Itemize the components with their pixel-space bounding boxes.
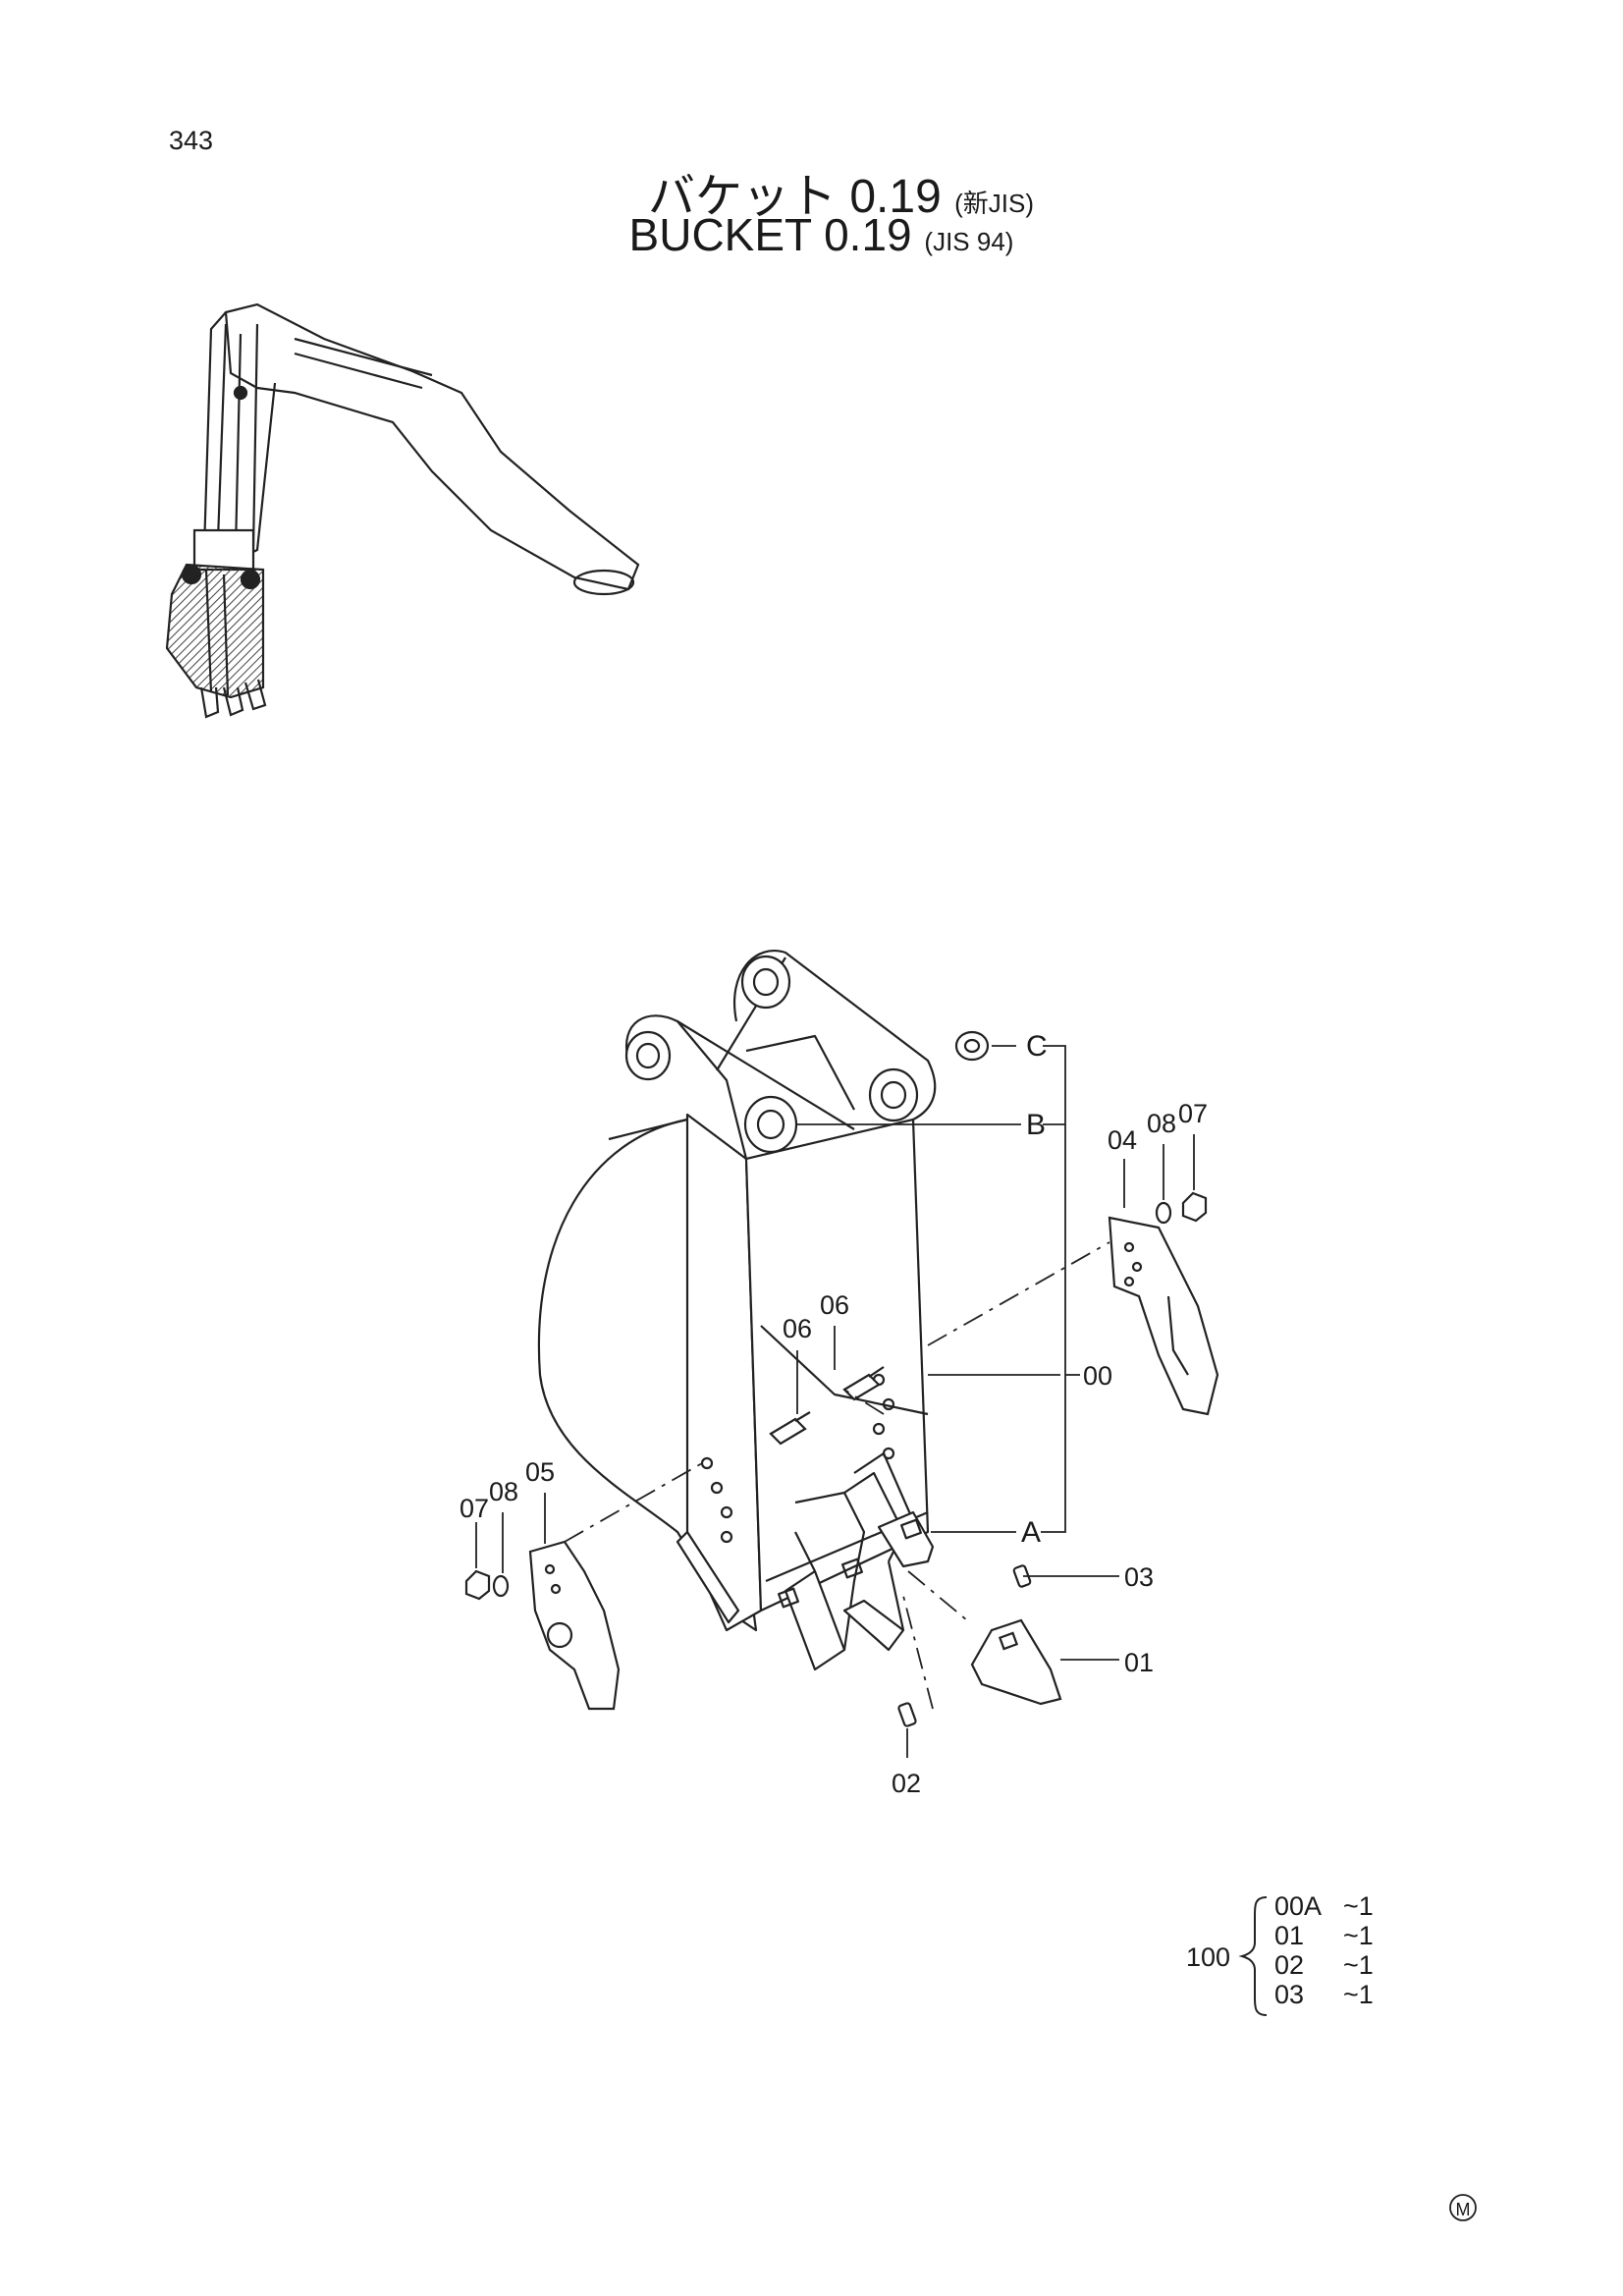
kit-item: 01~1 bbox=[1274, 1921, 1374, 1950]
page-number: 343 bbox=[169, 126, 214, 155]
mark-letter: M bbox=[1456, 2200, 1471, 2219]
title-en-main: BUCKET bbox=[628, 209, 812, 260]
kit-number: 100 bbox=[1186, 1942, 1231, 1972]
callout-06-right: 06 bbox=[820, 1290, 849, 1320]
kit-brace bbox=[1238, 1896, 1268, 2016]
bucket-tooth-loose bbox=[970, 1618, 1062, 1706]
title-en-note: (JIS 94) bbox=[924, 227, 1014, 256]
callout-04: 04 bbox=[1108, 1125, 1137, 1155]
title-jp-note: (新JIS) bbox=[954, 189, 1034, 218]
nuts-and-washers bbox=[464, 1030, 1208, 1601]
tooth-pin bbox=[1012, 1564, 1032, 1588]
kit-item: 00A~1 bbox=[1274, 1891, 1374, 1921]
callout-C: C bbox=[1026, 1030, 1048, 1063]
title-english: BUCKET 0.19 (JIS 94) bbox=[0, 208, 1623, 261]
callout-06-left: 06 bbox=[783, 1314, 812, 1343]
tooth-lock bbox=[897, 1702, 917, 1727]
callout-08-left: 08 bbox=[489, 1477, 518, 1506]
mark-circle bbox=[1449, 2194, 1477, 2221]
kit-item: 02~1 bbox=[1274, 1950, 1374, 1980]
kit-item-list: 00A~1 01~1 02~1 03~1 bbox=[1274, 1891, 1374, 2009]
callout-01: 01 bbox=[1124, 1648, 1154, 1677]
callout-B: B bbox=[1026, 1109, 1046, 1141]
side-cutter-left bbox=[528, 1540, 621, 1711]
title-japanese: バケット 0.19 (新JIS) bbox=[0, 157, 1623, 226]
callout-08-right: 08 bbox=[1147, 1109, 1176, 1138]
callout-00: 00 bbox=[1083, 1361, 1112, 1391]
title-en-value: 0.19 bbox=[824, 209, 912, 260]
bucket-assembly bbox=[537, 950, 937, 1671]
kit-item: 03~1 bbox=[1274, 1980, 1374, 2009]
title-jp-main: バケット 0.19 bbox=[648, 171, 942, 223]
callout-03: 03 bbox=[1124, 1562, 1154, 1592]
callout-07-right: 07 bbox=[1178, 1099, 1208, 1128]
side-cutter-right bbox=[1108, 1216, 1219, 1416]
callout-A: A bbox=[1021, 1516, 1041, 1549]
callout-05: 05 bbox=[525, 1457, 555, 1487]
callout-02: 02 bbox=[892, 1769, 921, 1798]
leader-lines bbox=[475, 1045, 1195, 1758]
assembly-lines bbox=[564, 1241, 1110, 1710]
bolts bbox=[769, 1366, 885, 1446]
callout-07-left: 07 bbox=[460, 1494, 489, 1523]
excavator-arm-locator bbox=[165, 302, 640, 719]
